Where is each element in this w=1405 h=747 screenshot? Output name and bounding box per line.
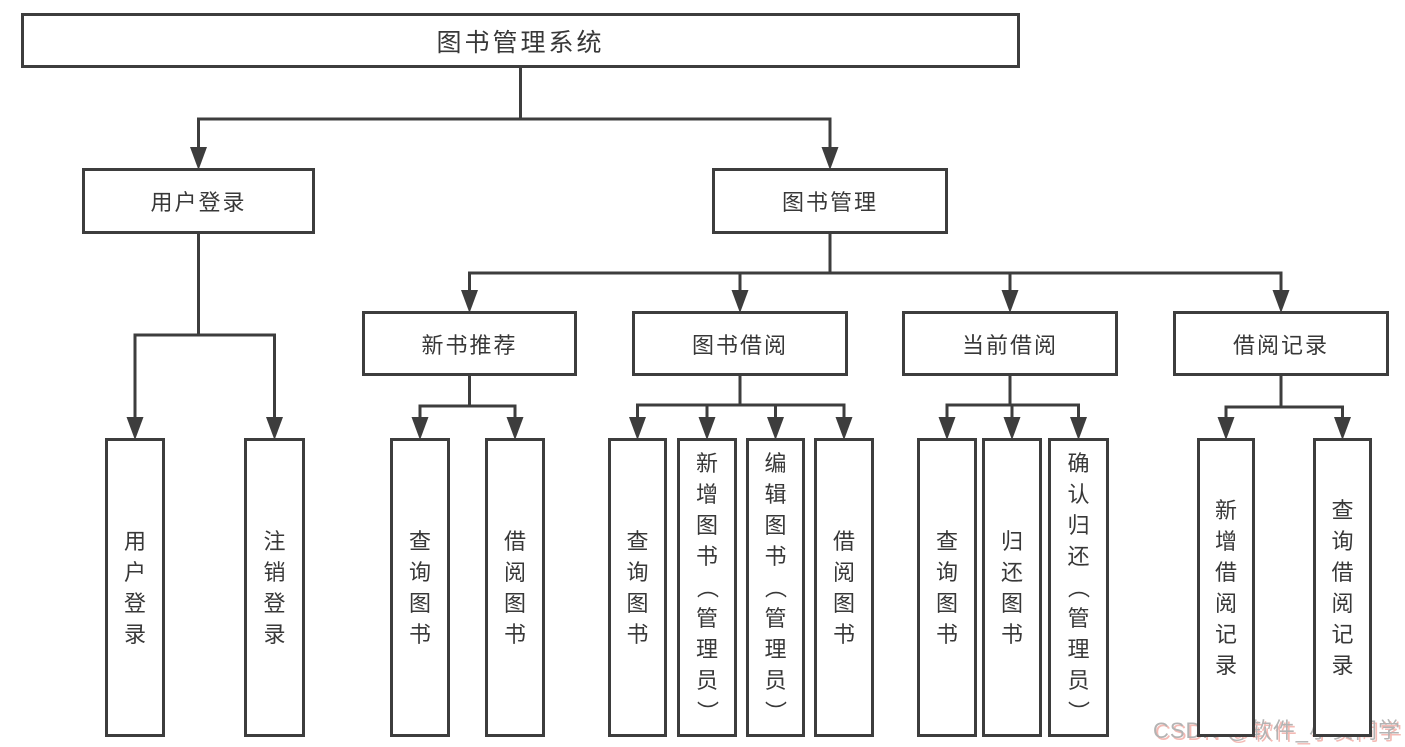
node-label: 图书借阅 — [691, 332, 788, 358]
node-nbr-borrow-books: 借阅图书 — [485, 438, 545, 737]
node-bb-edit-books: 编辑图书（管理员） — [746, 438, 805, 737]
node-library-management-system: 图书管理系统 — [21, 13, 1020, 68]
node-label: 编辑图书（管理员） — [762, 451, 788, 723]
arrowhead-icon — [1070, 417, 1087, 440]
node-cb-confirm-return: 确认归还（管理员） — [1048, 438, 1109, 737]
node-bb-query-books: 查询图书 — [608, 438, 667, 737]
node-label: 查询图书 — [408, 528, 431, 647]
arrowhead-icon — [767, 417, 784, 440]
node-user-login-item: 用户登录 — [105, 438, 165, 737]
arrowhead-icon — [821, 147, 839, 170]
node-current-borrowing: 当前借阅 — [902, 311, 1118, 376]
node-bb-borrow-books: 借阅图书 — [814, 438, 874, 737]
arrowhead-icon — [1001, 290, 1019, 313]
node-label: 注销登录 — [263, 528, 286, 647]
node-br-add-record: 新增借阅记录 — [1197, 438, 1255, 737]
node-label: 图书管理 — [781, 190, 878, 215]
node-label: 图书管理系统 — [436, 28, 605, 57]
node-label: 查询借阅记录 — [1331, 497, 1354, 678]
arrowhead-icon — [731, 290, 749, 313]
node-br-query-record: 查询借阅记录 — [1313, 438, 1372, 737]
node-new-book-recommendation: 新书推荐 — [362, 311, 577, 376]
node-label: 当前借阅 — [961, 332, 1058, 358]
node-label: 查询图书 — [935, 528, 958, 647]
node-label: 新增图书（管理员） — [694, 451, 720, 723]
node-label: 新书推荐 — [421, 332, 518, 358]
arrowhead-icon — [506, 417, 524, 440]
arrowhead-icon — [190, 147, 207, 170]
node-bb-add-books: 新增图书（管理员） — [677, 438, 737, 737]
arrowhead-icon — [835, 417, 853, 440]
arrowhead-icon — [1334, 417, 1351, 440]
node-logout-item: 注销登录 — [244, 438, 305, 737]
node-label: 查询图书 — [626, 528, 649, 647]
arrowhead-icon — [1217, 417, 1235, 440]
arrowhead-icon — [1272, 290, 1290, 313]
node-label: 新增借阅记录 — [1214, 497, 1237, 678]
node-label: 借阅记录 — [1232, 332, 1329, 358]
arrowhead-icon — [629, 417, 646, 440]
arrowhead-icon — [126, 417, 144, 440]
node-cb-return-books: 归还图书 — [982, 438, 1042, 737]
node-label: 用户登录 — [150, 190, 247, 215]
node-label: 借阅图书 — [832, 528, 855, 647]
node-book-borrowing: 图书借阅 — [632, 311, 848, 376]
node-book-management: 图书管理 — [712, 168, 948, 234]
node-label: 借阅图书 — [503, 528, 526, 647]
arrowhead-icon — [461, 290, 478, 313]
node-label: 用户登录 — [123, 528, 146, 647]
arrowhead-icon — [411, 417, 429, 440]
node-nbr-query-books: 查询图书 — [390, 438, 450, 737]
node-user-login: 用户登录 — [82, 168, 315, 234]
node-borrowing-records: 借阅记录 — [1173, 311, 1389, 376]
arrowhead-icon — [266, 417, 283, 440]
arrowhead-icon — [1003, 417, 1021, 440]
node-cb-query-books: 查询图书 — [917, 438, 977, 737]
node-label: 确认归还（管理员） — [1065, 451, 1091, 723]
arrowhead-icon — [938, 417, 956, 440]
arrowhead-icon — [698, 417, 716, 440]
node-label: 归还图书 — [1000, 528, 1023, 647]
